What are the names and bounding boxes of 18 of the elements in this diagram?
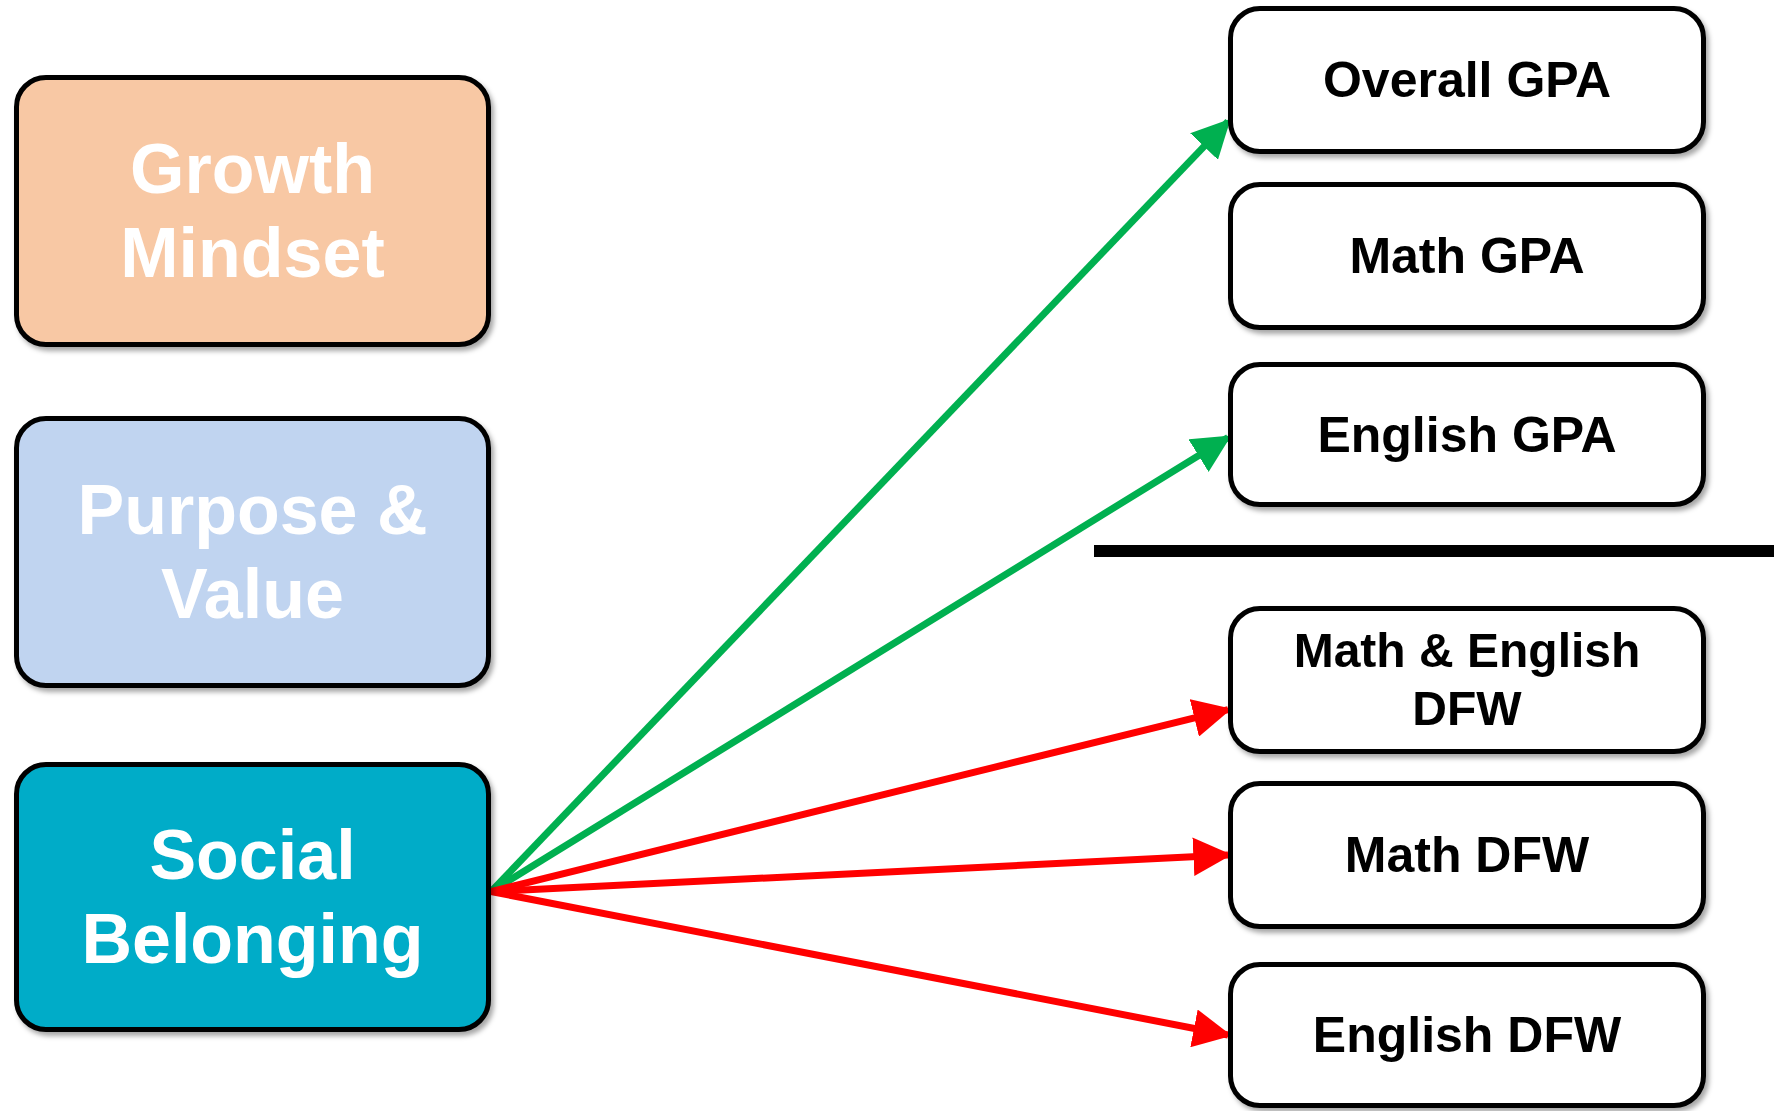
outcome-box [1228,362,1706,507]
outcome-box [1228,182,1706,330]
outcome-label: Math & English DFW [1292,623,1642,737]
factor-label: Growth Mindset [119,129,386,294]
factor-label: Purpose & Value [76,470,429,635]
factor-box [14,762,491,1032]
outcome-box [1228,781,1706,929]
outcome-label: English DFW [1312,1006,1622,1065]
outcome-box [1228,962,1706,1108]
outcome-box [1228,6,1706,154]
outcome-label: Math DFW [1344,826,1590,885]
outcome-label: Overall GPA [1322,51,1612,110]
factor-box [14,416,491,688]
outcome-label: English GPA [1317,405,1617,465]
factor-box [14,75,491,347]
outcome-box [1228,606,1706,754]
outcome-label: Math GPA [1349,227,1585,286]
factor-label: Social Belonging [80,815,425,980]
